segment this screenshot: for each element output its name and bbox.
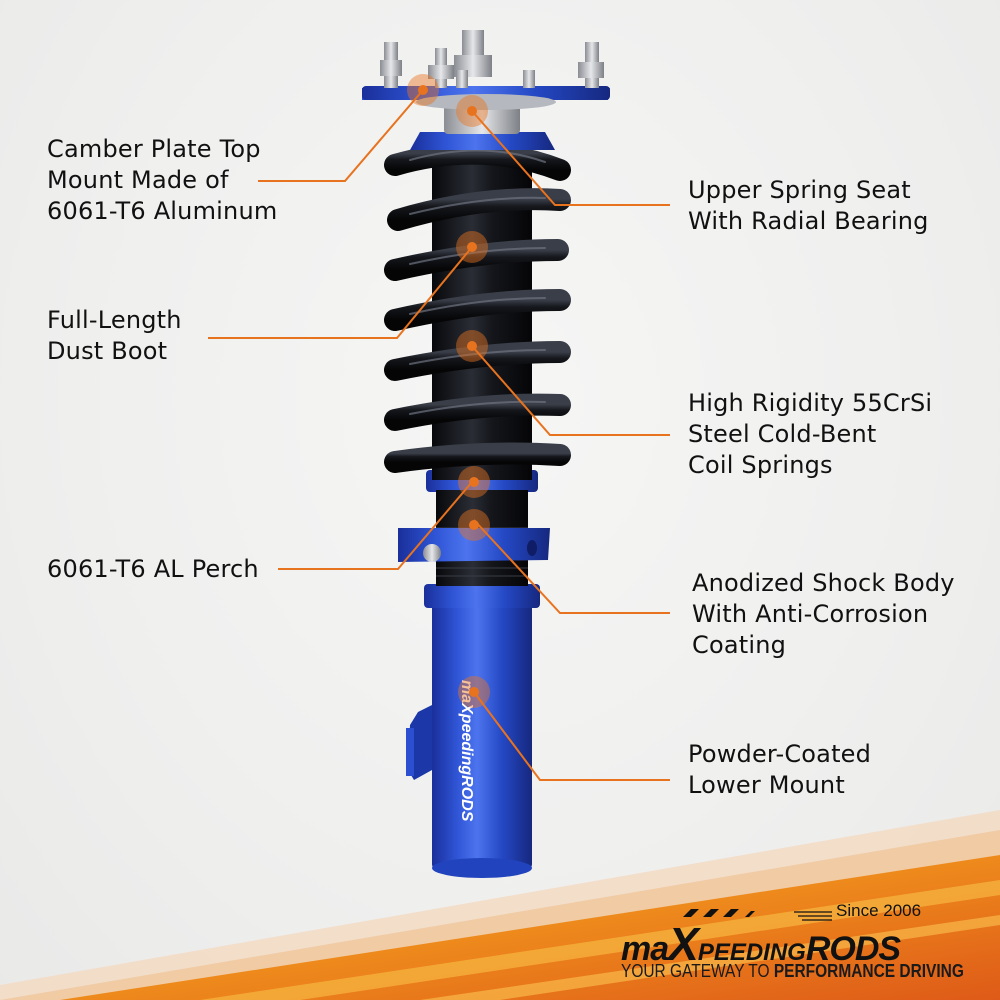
callout-line: With Anti-Corrosion [692, 600, 929, 628]
camber-plate [362, 30, 610, 110]
callout-lines [208, 89, 670, 781]
callout-line: High Rigidity 55CrSi [688, 389, 933, 417]
callout-line: Coil Springs [688, 451, 833, 479]
callout-line: Dust Boot [47, 337, 168, 365]
callout-dust-boot: Full-Length Dust Boot [47, 305, 182, 367]
callout-line: Full-Length [47, 306, 182, 334]
callout-coil-springs: High Rigidity 55CrSi Steel Cold-Bent Coi… [688, 388, 932, 481]
callout-upper-spring-seat: Upper Spring Seat With Radial Bearing [688, 175, 929, 237]
brand-x: X [668, 918, 699, 970]
checkered-flag-icon [683, 909, 755, 917]
callout-shock-body: Anodized Shock Body With Anti-Corrosion … [692, 568, 955, 661]
callout-line: Coating [692, 631, 787, 659]
brand-tagline: YOUR GATEWAY TO PERFORMANCE DRIVING [621, 961, 964, 982]
tagline-bold: PERFORMANCE DRIVING [773, 961, 964, 981]
shock-body: maXpeedingRODS [406, 600, 532, 878]
callout-line: Steel Cold-Bent [688, 420, 877, 448]
callout-line: Camber Plate Top [47, 135, 261, 163]
background-swoosh [0, 810, 1000, 1000]
callout-line: Powder-Coated [688, 740, 872, 768]
lower-perch [398, 520, 550, 608]
brand-prefix: ma [621, 930, 669, 968]
callout-line: Anodized Shock Body [692, 569, 955, 597]
callout-line: 6061-T6 Aluminum [47, 197, 278, 225]
callout-line: Upper Spring Seat [688, 176, 911, 204]
brand-name: maXPEEDINGRODS [621, 917, 901, 971]
callout-line: With Radial Bearing [688, 207, 929, 235]
callout-line: Lower Mount [688, 771, 845, 799]
callout-lower-mount: Powder-Coated Lower Mount [688, 739, 871, 801]
brand-mid: PEEDING [697, 939, 806, 966]
since-year: Since 2006 [836, 901, 922, 920]
brand-suffix: RODS [805, 930, 901, 968]
callout-camber-plate: Camber Plate Top Mount Made of 6061-T6 A… [47, 134, 277, 227]
callout-markers [407, 74, 490, 708]
coil-spring [384, 142, 571, 473]
callout-line: Mount Made of [47, 166, 229, 194]
callout-line: 6061-T6 AL Perch [47, 555, 259, 583]
product-logo-text: maXpeedingRODS [458, 680, 475, 822]
tagline-light: YOUR GATEWAY TO [621, 961, 774, 981]
speed-lines-icon [794, 911, 832, 921]
callout-al-perch: 6061-T6 AL Perch [47, 554, 259, 585]
